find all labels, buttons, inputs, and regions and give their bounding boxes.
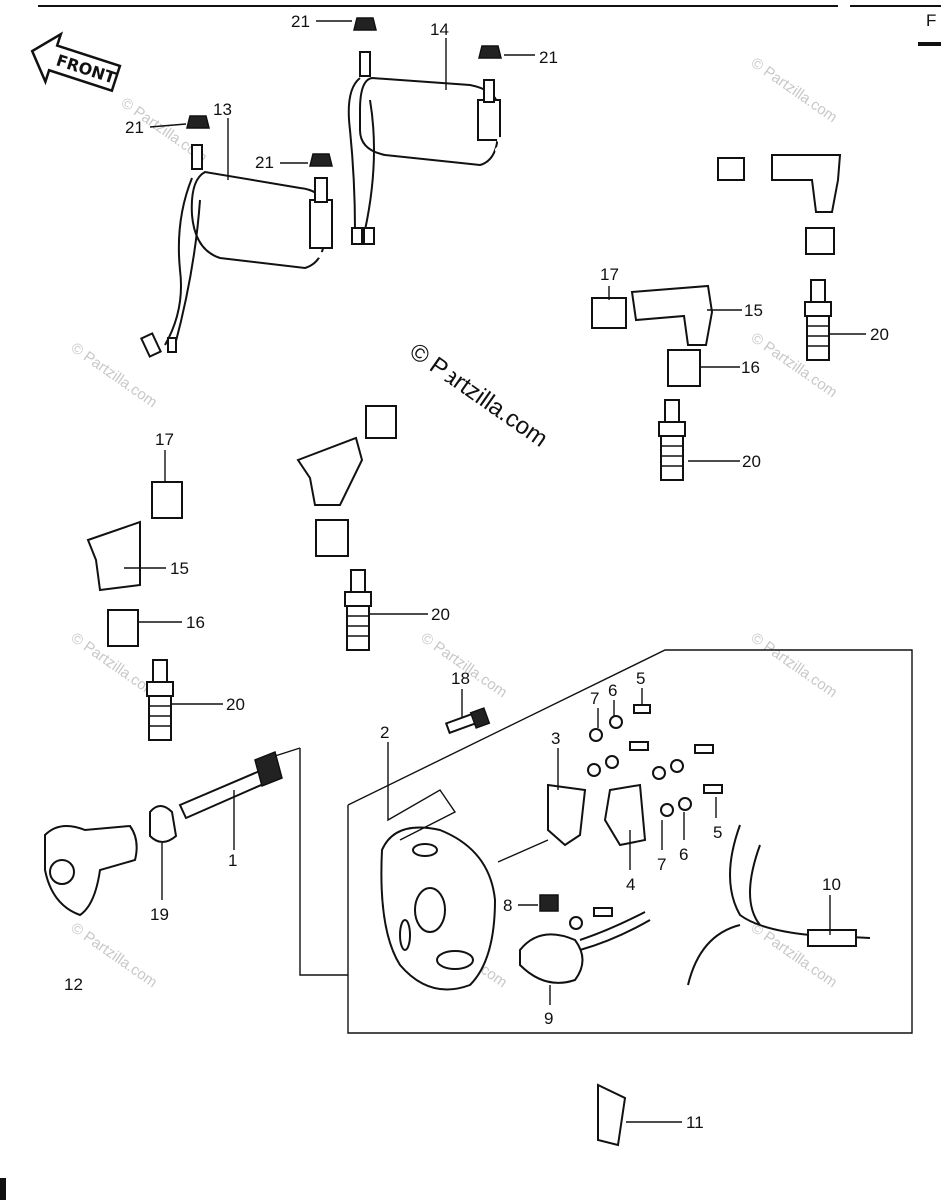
callout-21: 21 — [125, 118, 144, 137]
corner-edge-mark — [0, 1178, 6, 1200]
callout-2: 2 — [380, 723, 389, 742]
callout-3: 3 — [551, 729, 560, 748]
callout-6: 6 — [608, 681, 617, 700]
callout-4: 4 — [626, 875, 635, 894]
callout-17: 17 — [600, 265, 619, 284]
corner-mark: F — [926, 11, 936, 30]
callout-5: 5 — [713, 823, 722, 842]
ignition-coil-upper — [347, 51, 501, 245]
watermark-text: © Partzilla.com — [748, 54, 841, 126]
front-arrow-icon: FRONT — [30, 31, 122, 93]
callout-1: 1 — [228, 851, 237, 870]
callout-19: 19 — [150, 905, 169, 924]
callout-8: 8 — [503, 896, 512, 915]
callout-5: 5 — [636, 669, 645, 688]
callout-13: 13 — [213, 100, 232, 119]
callout-6: 6 — [679, 845, 688, 864]
callout-18: 18 — [451, 669, 470, 688]
callout-20: 20 — [431, 605, 450, 624]
callout-21: 21 — [539, 48, 558, 67]
coil-nut-21 — [186, 17, 502, 167]
callout-7: 7 — [590, 689, 599, 708]
callout-11: 11 — [686, 1113, 704, 1132]
callout-20: 20 — [742, 452, 761, 471]
watermark-text: © Partzilla.com — [418, 629, 511, 701]
callout-17: 17 — [155, 430, 174, 449]
callouts: 21 14 21 13 21 21 17 15 16 20 20 17 15 1… — [64, 12, 889, 1132]
callout-12: 12 — [64, 975, 83, 994]
callout-15: 15 — [744, 301, 763, 320]
callout-16: 16 — [186, 613, 205, 632]
callout-21: 21 — [255, 153, 274, 172]
high-tension-leads — [202, 137, 723, 483]
callout-20: 20 — [226, 695, 245, 714]
watermark-text: © Partzilla.com — [748, 629, 841, 701]
callout-15: 15 — [170, 559, 189, 578]
callout-14: 14 — [430, 20, 449, 39]
callout-21: 21 — [291, 12, 310, 31]
callout-16: 16 — [741, 358, 760, 377]
plug-caps-right — [86, 154, 842, 647]
advancer-assembly — [44, 750, 283, 917]
callout-7: 7 — [657, 855, 666, 874]
leader-lines — [124, 20, 866, 1123]
callout-9: 9 — [544, 1009, 553, 1028]
spark-plugs — [146, 279, 832, 741]
callout-20: 20 — [870, 325, 889, 344]
pickup-coils — [519, 783, 871, 1147]
pickup-plate — [380, 826, 497, 991]
callout-10: 10 — [822, 875, 841, 894]
ignition-coil-lower — [140, 144, 333, 358]
pickup-assembly-frame — [274, 649, 913, 1034]
